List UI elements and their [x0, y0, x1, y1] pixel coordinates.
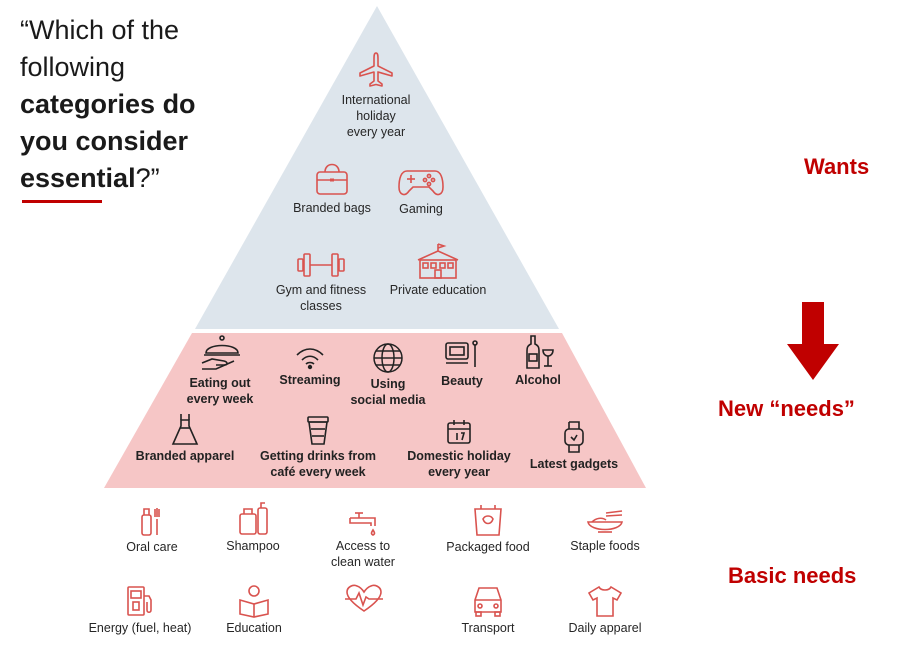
want-label: International holiday every year — [341, 93, 411, 139]
shampoo-bottle-icon — [212, 500, 294, 536]
basic-need-item: Staple foods — [562, 510, 648, 554]
car-icon — [446, 584, 530, 618]
new-need-item: Domestic holiday every year — [398, 418, 520, 480]
packaged-food-icon — [438, 505, 538, 537]
basic-need-label: Energy (fuel, heat) — [88, 621, 192, 635]
rice-bowl-icon — [562, 510, 648, 536]
new-need-label: Alcohol — [515, 373, 561, 387]
question-text: “Which of the following categories do yo… — [20, 12, 220, 197]
question-line-4: you consider — [20, 126, 189, 156]
cloche-serving-icon — [178, 333, 262, 373]
water-tap-icon — [318, 510, 408, 536]
new-need-item: Branded apparel — [124, 412, 246, 464]
want-item: Private education — [381, 242, 495, 298]
new-need-item: Beauty — [433, 339, 491, 389]
fuel-pump-icon — [80, 584, 200, 618]
airplane-icon — [316, 50, 436, 90]
basic-need-item: Oral care — [106, 505, 198, 555]
dress-icon — [124, 412, 246, 446]
reading-person-icon — [214, 584, 294, 618]
basic-need-item: Packaged food — [438, 505, 538, 555]
question-line-5-bold: essential — [20, 163, 136, 193]
heartbeat-icon — [336, 584, 392, 614]
down-arrow-icon — [787, 302, 839, 380]
new-need-item: Getting drinks from café every week — [248, 414, 388, 480]
basic-need-label: Daily apparel — [568, 621, 642, 635]
basic-need-label: Packaged food — [446, 540, 530, 554]
new-need-label: Streaming — [279, 373, 341, 387]
want-label: Gaming — [399, 202, 443, 216]
dumbbell-icon — [267, 250, 375, 280]
basic-need-item: Education — [214, 584, 294, 636]
want-item: Branded bags — [282, 158, 382, 216]
basic-need-item: Shampoo — [212, 500, 294, 554]
question-line-3: categories do — [20, 89, 196, 119]
new-need-item: Using social media — [343, 342, 433, 408]
new-need-item: Latest gadgets — [522, 420, 626, 472]
question-line-1: “Which of the — [20, 15, 180, 45]
new-need-label: Eating out every week — [186, 376, 254, 406]
want-item: Gaming — [385, 165, 457, 217]
new-need-label: Using social media — [350, 377, 426, 407]
basic-need-item: Access to clean water — [318, 510, 408, 570]
basic-need-label: Staple foods — [570, 539, 640, 553]
makeup-mirror-icon — [433, 339, 491, 371]
basic-need-item: Daily apparel — [560, 584, 650, 636]
globe-icon — [343, 342, 433, 374]
want-label: Gym and fitness classes — [275, 283, 367, 313]
tshirt-icon — [560, 584, 650, 618]
smartwatch-icon — [522, 420, 626, 454]
basic-need-item: Transport — [446, 584, 530, 636]
new-need-label: Latest gadgets — [529, 457, 619, 471]
wifi-signal-icon — [272, 346, 348, 370]
wants-label: Wants — [804, 154, 870, 179]
toothbrush-icon — [106, 505, 198, 537]
basic-need-label: Access to clean water — [331, 539, 395, 569]
want-label: Branded bags — [293, 201, 371, 215]
basic-need-label: Education — [226, 621, 282, 635]
new-need-item: Alcohol — [510, 334, 566, 388]
want-label: Private education — [389, 283, 487, 297]
basic-need-item: Energy (fuel, heat) — [80, 584, 200, 636]
question-underline — [22, 200, 102, 203]
question-line-2: following — [20, 52, 126, 82]
handbag-icon — [282, 158, 382, 198]
want-item: Gym and fitness classes — [267, 250, 375, 314]
new-need-label: Beauty — [441, 374, 483, 388]
calendar-icon — [398, 418, 520, 446]
basic-needs-label: Basic needs — [728, 563, 857, 588]
coffee-cup-icon — [248, 414, 388, 446]
new-need-label: Domestic holiday every year — [407, 449, 511, 479]
basic-need-label: Shampoo — [226, 539, 280, 553]
wants-tier — [195, 6, 559, 329]
school-building-icon — [381, 242, 495, 280]
want-item: International holiday every year — [316, 50, 436, 140]
new-need-label: Branded apparel — [135, 449, 235, 463]
new-need-item: Streaming — [272, 346, 348, 388]
new-needs-label: New “needs” — [718, 396, 855, 421]
new-need-label: Getting drinks from café every week — [260, 449, 376, 479]
basic-need-label: Transport — [461, 621, 515, 635]
game-controller-icon — [385, 165, 457, 199]
new-needs-tier — [104, 333, 646, 488]
wine-bottle-glass-icon — [510, 334, 566, 370]
new-need-item: Eating out every week — [178, 333, 262, 407]
basic-need-label: Oral care — [126, 540, 178, 554]
basic-need-item — [336, 584, 392, 616]
question-line-5-rest: ?” — [135, 163, 160, 193]
